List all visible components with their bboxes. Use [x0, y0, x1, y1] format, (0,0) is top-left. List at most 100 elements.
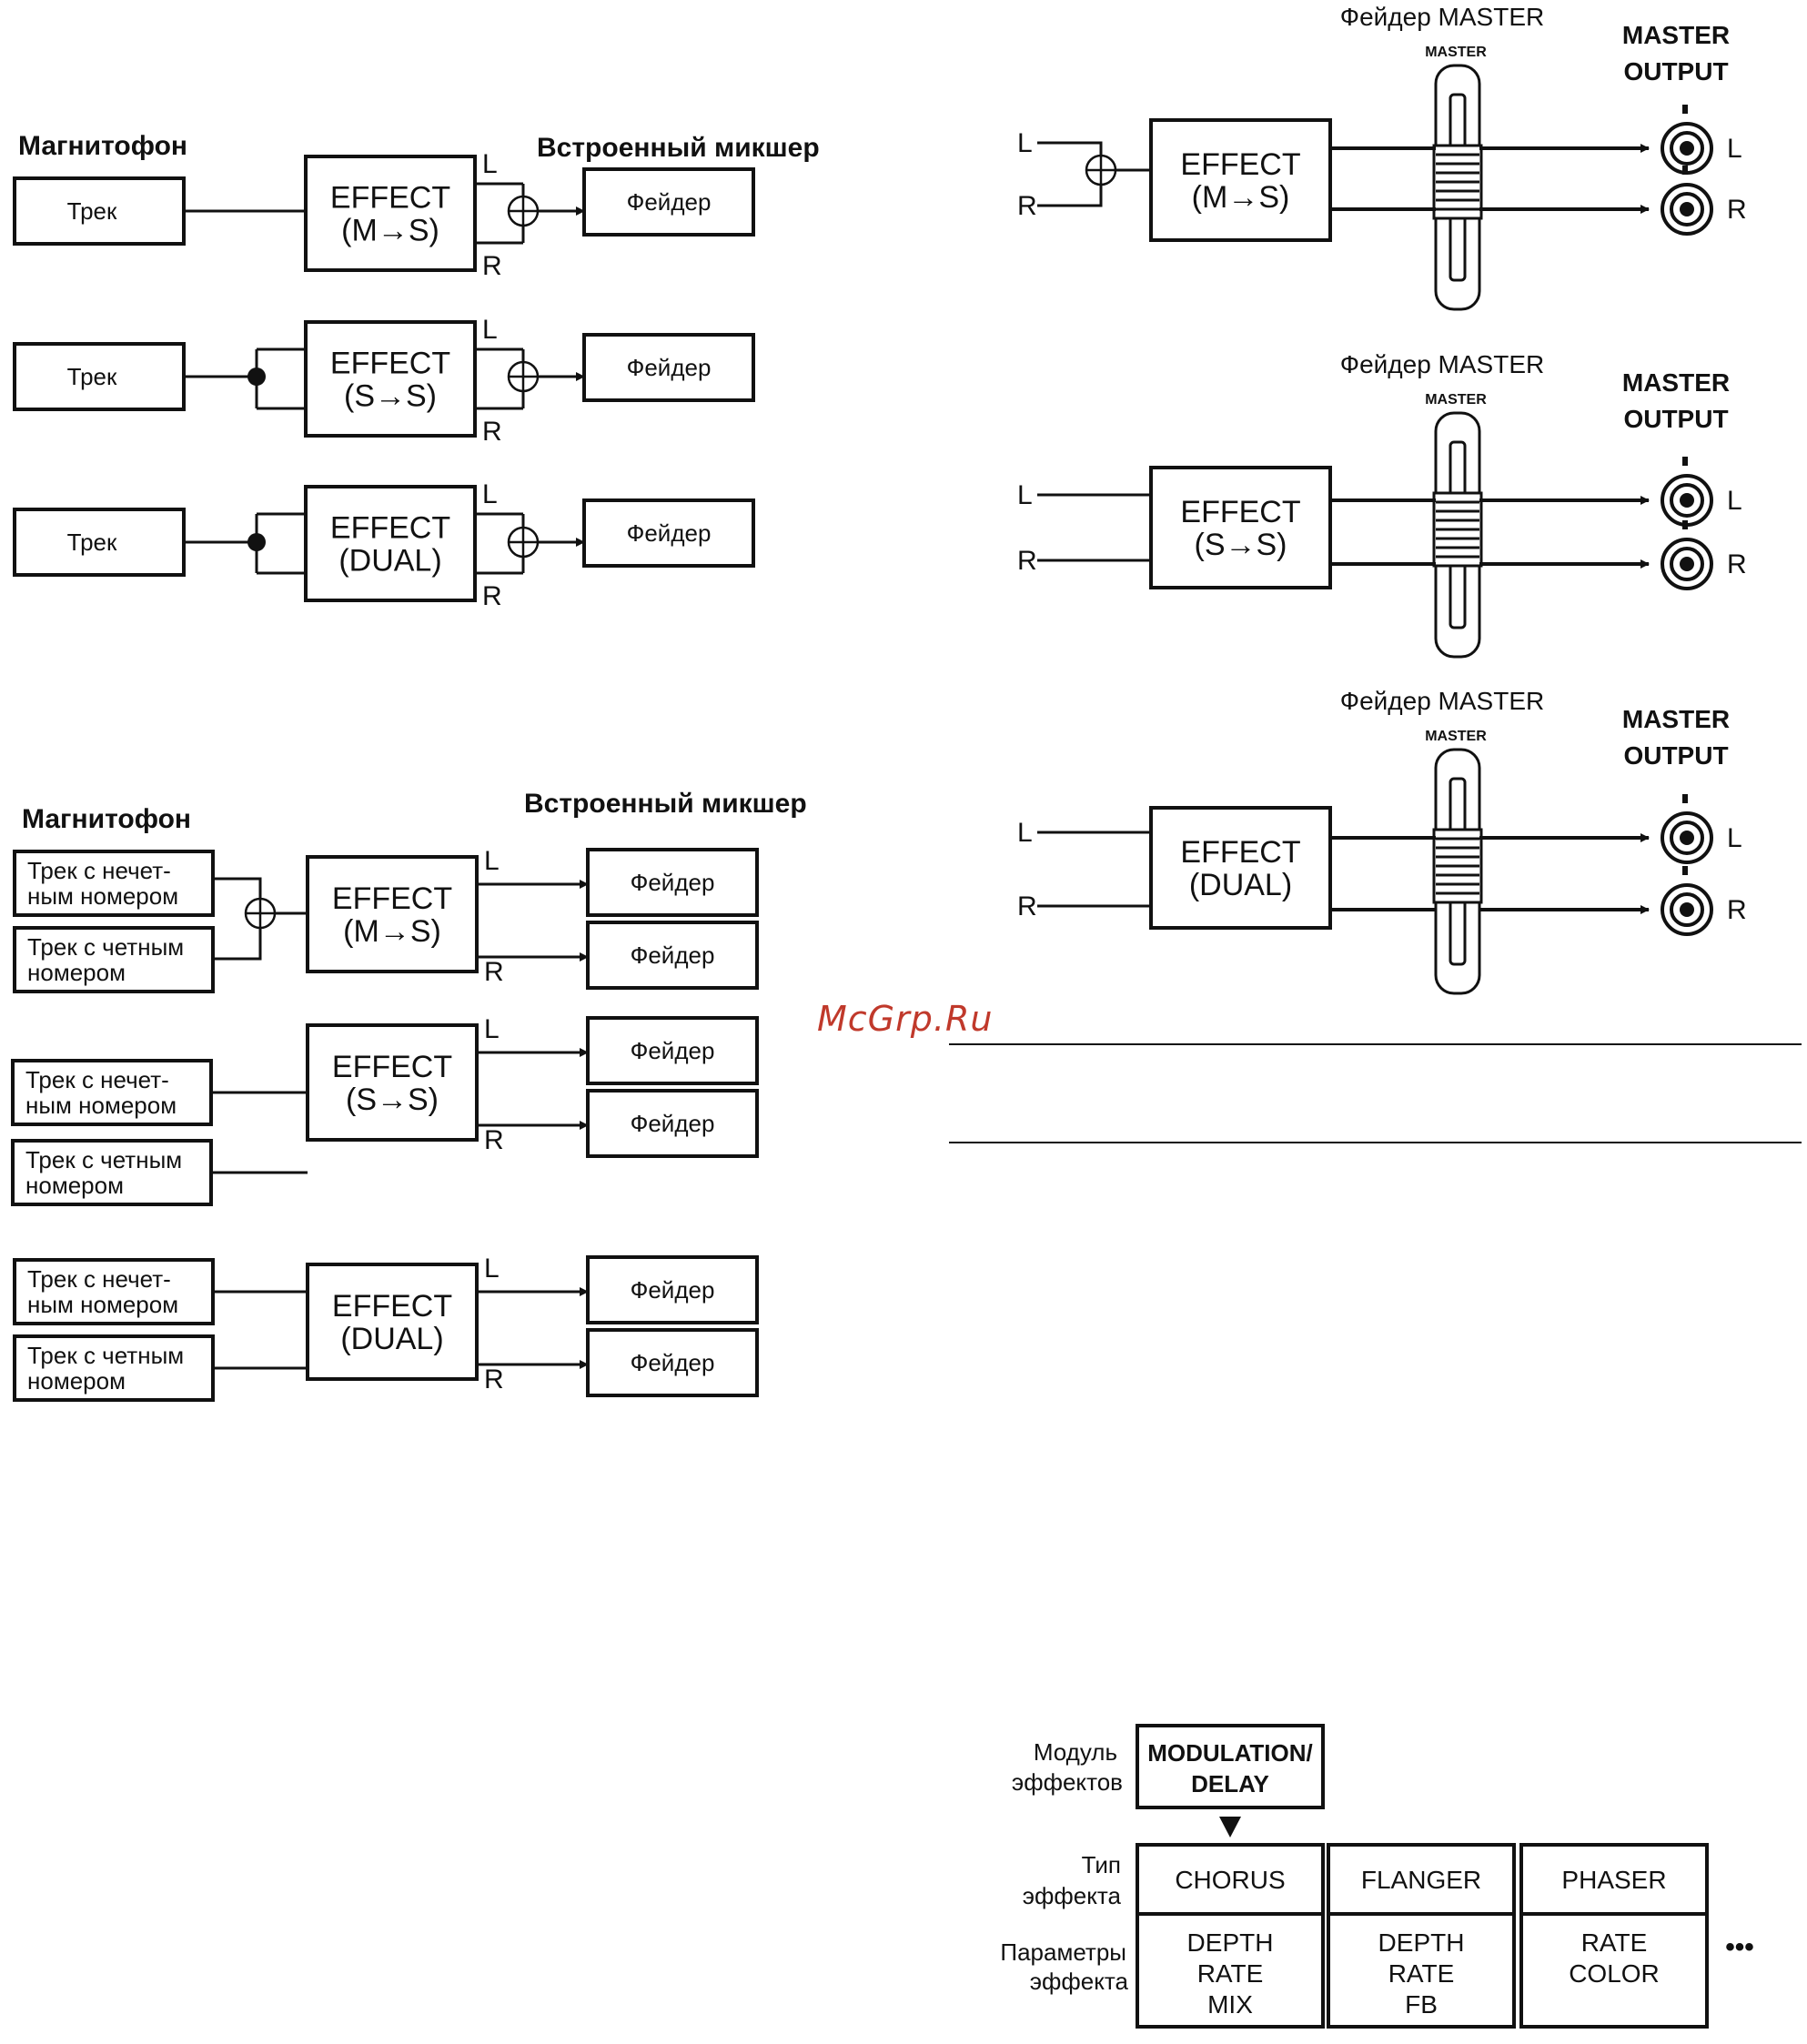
master-fader-cap-label: MASTER	[1425, 45, 1487, 60]
output-L-label: L	[484, 846, 500, 876]
fader-label: Фейдер	[627, 519, 712, 547]
recorder-heading: Магнитофон	[22, 804, 191, 834]
type-row-label: эффекта	[1023, 1882, 1122, 1909]
effect-box	[306, 1263, 479, 1381]
master-fader-heading: Фейдер MASTER	[1340, 687, 1544, 715]
effect-label: EFFECT	[332, 881, 452, 916]
odd-track-label: ным номером	[25, 1092, 177, 1119]
effect-label: EFFECT	[332, 1050, 452, 1084]
fader-box	[586, 1016, 759, 1085]
output-jack-label: L	[1727, 486, 1742, 516]
effect-type-cell	[1327, 1843, 1516, 1916]
odd-track-box	[13, 1258, 215, 1325]
watermark: McGrp.Ru	[817, 999, 994, 1039]
input-L-label: L	[1017, 480, 1033, 510]
fader-box	[586, 848, 759, 917]
output-jack-R-pin	[1680, 902, 1694, 917]
fader-box	[582, 498, 755, 568]
fader-label: Фейдер	[631, 941, 715, 969]
input-L-label: L	[1017, 818, 1033, 848]
fader-label: Фейдер	[631, 1110, 715, 1137]
effect-module-name: MODULATION/	[1147, 1739, 1313, 1767]
output-L-label: L	[482, 479, 498, 509]
fader-label: Фейдер	[627, 354, 712, 381]
effect-box	[306, 855, 479, 973]
fader-box	[586, 1255, 759, 1324]
jack-marker	[1682, 794, 1688, 803]
param-row-label: Параметры	[1000, 1938, 1126, 1966]
effect-module-box	[1136, 1724, 1325, 1809]
master-fader-cap-label: MASTER	[1425, 729, 1487, 744]
odd-track-label: ным номером	[27, 1291, 178, 1318]
more-indicator: •••	[1725, 1932, 1754, 1962]
track-label: Трек	[67, 363, 117, 390]
output-jack-L-pin	[1680, 831, 1694, 845]
output-R-label: R	[482, 251, 502, 281]
output-jack-label: L	[1727, 823, 1742, 853]
output-jack-label: R	[1727, 195, 1747, 225]
output-jack-label: L	[1727, 134, 1742, 164]
effect-params-cell	[1327, 1912, 1516, 2029]
fader-label: Фейдер	[631, 1276, 715, 1304]
even-track-box	[13, 1334, 215, 1402]
split-node	[247, 533, 266, 551]
output-R-label: R	[484, 957, 504, 987]
even-track-box	[13, 926, 215, 993]
split-node	[247, 368, 266, 386]
track-box	[13, 508, 186, 577]
type-row-label: Тип	[1082, 1851, 1121, 1878]
fader-label: Фейдер	[627, 188, 712, 216]
fader-label: Фейдер	[631, 1037, 715, 1064]
master-output-heading: MASTER	[1622, 21, 1730, 49]
effect-param-name: DEPTH	[1378, 1928, 1465, 1957]
jack-marker	[1682, 457, 1688, 466]
fader-box	[582, 167, 755, 237]
odd-track-label: ным номером	[27, 882, 178, 910]
recorder-heading: Магнитофон	[18, 131, 187, 161]
effect-mode-label: (DUAL)	[340, 1322, 443, 1356]
effect-param-name: RATE	[1388, 1959, 1455, 1988]
track-box	[13, 342, 186, 411]
effect-box	[304, 320, 477, 438]
effect-mode-label: (S→S)	[1195, 528, 1287, 562]
even-track-label: Трек с четным	[27, 1342, 184, 1369]
effect-box	[1149, 118, 1332, 242]
odd-track-box	[11, 1059, 213, 1126]
output-jack-L-pin	[1680, 493, 1694, 508]
track-label: Трек	[67, 197, 117, 225]
odd-track-label: Трек с нечет-	[27, 1265, 171, 1293]
effect-box	[304, 155, 477, 272]
effect-label: EFFECT	[1180, 495, 1300, 529]
mixer-heading: Встроенный микшер	[537, 133, 820, 163]
effect-param-name: MIX	[1207, 1990, 1253, 2019]
master-output-heading: OUTPUT	[1623, 57, 1728, 86]
fader-label: Фейдер	[631, 1349, 715, 1376]
effect-type-name: PHASER	[1561, 1866, 1666, 1894]
master-fader-cap-label: MASTER	[1425, 392, 1487, 408]
effect-module-name: DELAY	[1191, 1770, 1269, 1797]
effect-mode-label: (M→S)	[341, 214, 439, 248]
input-L-label: L	[1017, 128, 1033, 158]
output-L-label: L	[482, 149, 498, 179]
even-track-label: номером	[25, 1172, 124, 1199]
input-R-label: R	[1017, 891, 1037, 921]
input-R-label: R	[1017, 191, 1037, 221]
jack-marker	[1682, 520, 1688, 529]
output-jack-label: R	[1727, 549, 1747, 579]
effect-param-name: FB	[1405, 1990, 1438, 2019]
jack-marker	[1682, 166, 1688, 175]
effect-label: EFFECT	[1180, 835, 1300, 870]
master-fader-heading: Фейдер MASTER	[1340, 3, 1544, 31]
master-output-heading: MASTER	[1622, 705, 1730, 733]
effect-params-cell	[1136, 1912, 1325, 2029]
fader-box	[582, 333, 755, 402]
track-box	[13, 176, 186, 246]
fader-box	[586, 1089, 759, 1158]
param-row-label: эффекта	[1030, 1968, 1129, 1995]
track-label: Трек	[67, 529, 117, 556]
master-output-heading: MASTER	[1622, 368, 1730, 397]
effect-label: EFFECT	[330, 347, 450, 381]
effect-label: EFFECT	[330, 181, 450, 216]
effect-type-name: CHORUS	[1175, 1866, 1285, 1894]
jack-marker	[1682, 105, 1688, 114]
